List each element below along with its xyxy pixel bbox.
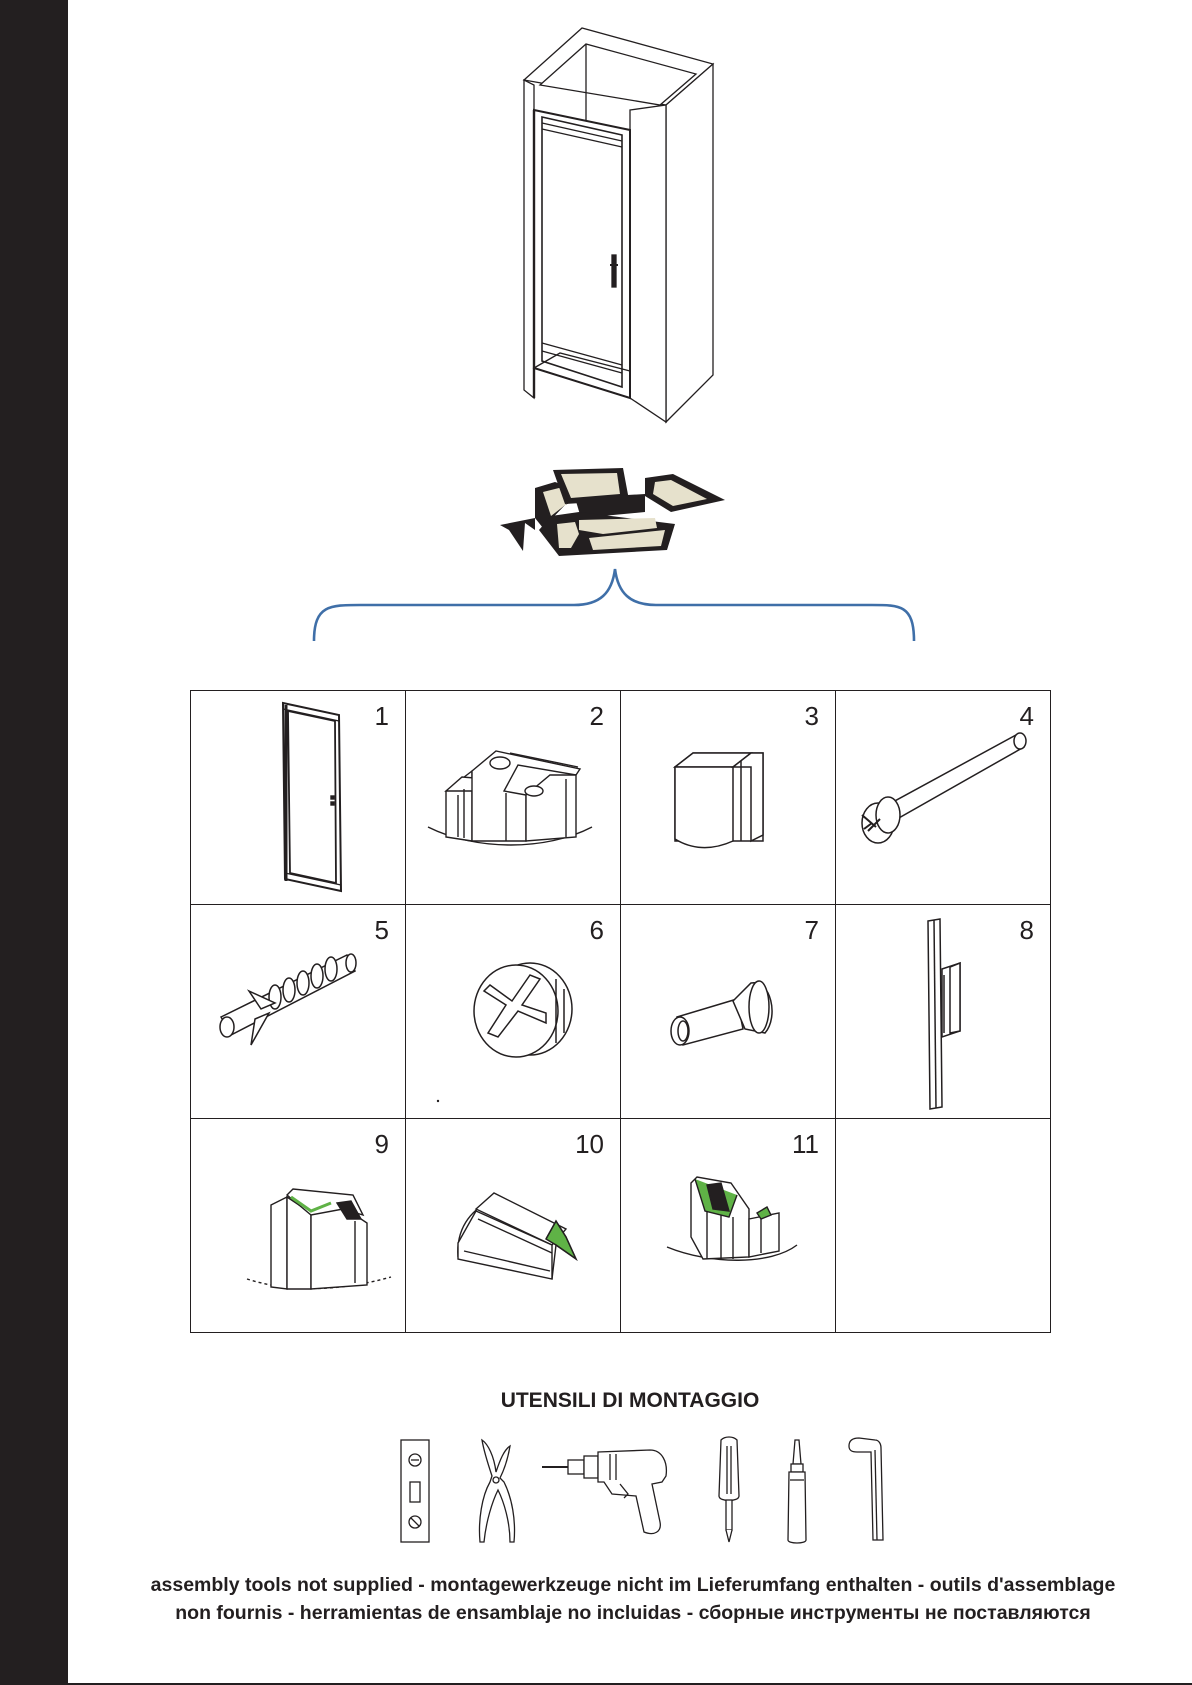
parts-bracket: [300, 565, 925, 645]
silicone-tube-icon: [784, 1436, 810, 1546]
part-cell-1: 1: [191, 691, 406, 905]
part-cell-8: 8: [836, 905, 1051, 1119]
shower-enclosure-illustration: [510, 25, 730, 430]
hex-key-icon: [845, 1436, 889, 1546]
spirit-level-icon: [398, 1436, 432, 1546]
screw-cap-icon: [406, 905, 620, 1118]
part-cell-3: 3: [621, 691, 836, 905]
part-cell-empty: [836, 1119, 1051, 1333]
short-screw-icon: [621, 905, 835, 1118]
wall-plug-icon: [191, 905, 405, 1118]
part-cell-10: 10: [406, 1119, 621, 1333]
open-box-icon: [495, 468, 735, 556]
disclaimer-text: assembly tools not supplied - montagewer…: [74, 1571, 1192, 1627]
part-cell-11: 11: [621, 1119, 836, 1333]
side-seal-icon: [621, 1119, 835, 1332]
drip-seal-icon: [406, 1119, 620, 1332]
left-dark-margin-bar: [0, 0, 68, 1685]
part-cell-4: 4: [836, 691, 1051, 905]
part-cell-5: 5: [191, 905, 406, 1119]
magnetic-seal-icon: [191, 1119, 405, 1332]
drill-icon: [540, 1436, 675, 1546]
tools-title: UTENSILI DI MONTAGGIO: [68, 1389, 1192, 1413]
parts-grid: 1 2: [190, 690, 1051, 1333]
part-cell-6: 6: [406, 905, 621, 1119]
part-cell-9: 9: [191, 1119, 406, 1333]
end-cap-icon: [621, 691, 835, 904]
tools-row: [390, 1436, 910, 1546]
screwdriver-icon: [715, 1436, 743, 1546]
wall-profile-icon: [406, 691, 620, 904]
disclaimer-line-1: assembly tools not supplied - montagewer…: [74, 1571, 1192, 1599]
part-cell-2: 2: [406, 691, 621, 905]
pliers-icon: [474, 1436, 518, 1546]
disclaimer-line-2: non fournis - herramientas de ensamblaje…: [74, 1599, 1192, 1627]
handle-icon: [836, 905, 1050, 1118]
long-screw-icon: [836, 691, 1050, 904]
door-panel-icon: [191, 691, 405, 904]
part-cell-7: 7: [621, 905, 836, 1119]
